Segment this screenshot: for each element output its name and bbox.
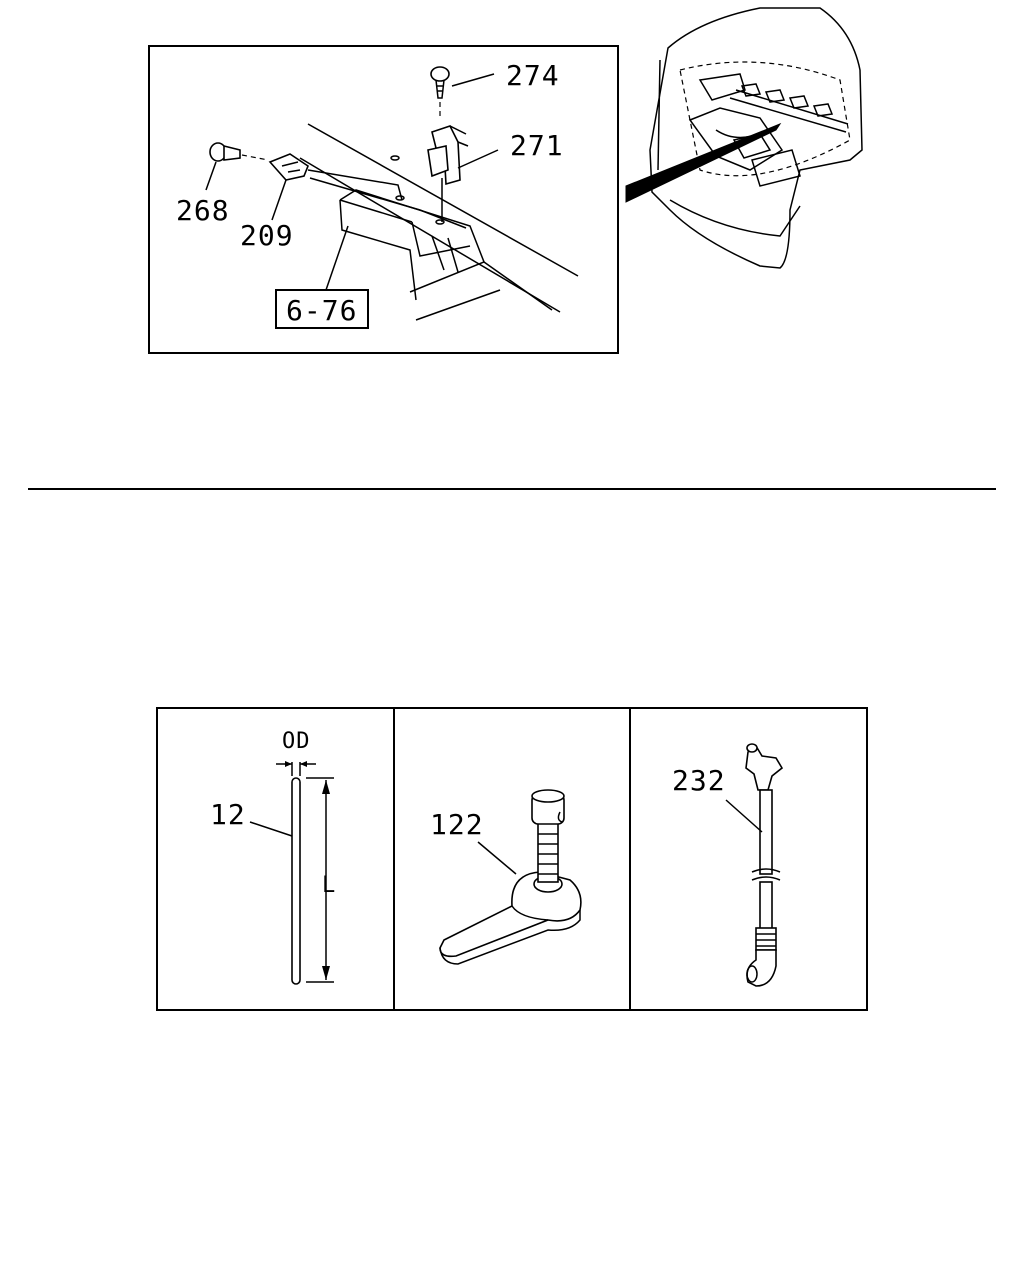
clip-209 bbox=[268, 153, 309, 181]
detail-pointer bbox=[625, 122, 782, 203]
callout-209: 209 bbox=[240, 219, 294, 252]
tube-12 bbox=[291, 777, 301, 985]
upper-detail-view: 274 271 268 209 6-76 bbox=[148, 45, 619, 354]
detail-frame bbox=[148, 45, 619, 354]
callout-268: 268 bbox=[176, 194, 230, 227]
callout-274: 274 bbox=[506, 59, 560, 92]
callout-271: 271 bbox=[510, 129, 564, 162]
screw-274 bbox=[430, 66, 450, 120]
lower-parts-table: OD L 12 122 bbox=[156, 707, 868, 1011]
clip-271 bbox=[427, 125, 469, 186]
cab-overview bbox=[625, 7, 863, 269]
leader-lines-upper bbox=[205, 73, 499, 291]
body-panel-lines bbox=[299, 123, 579, 321]
callout-ref-6-76: 6-76 bbox=[286, 294, 357, 327]
dim-length-label: L bbox=[322, 873, 336, 898]
panel-wrench-122: 122 bbox=[430, 789, 582, 965]
callout-122: 122 bbox=[430, 808, 484, 841]
cable-elbow bbox=[746, 949, 777, 987]
harness-wires bbox=[307, 169, 467, 229]
parts-table-frame bbox=[156, 707, 868, 1011]
cable-knob bbox=[745, 744, 784, 791]
fastener-268 bbox=[209, 142, 269, 162]
panel-cable-232: 232 bbox=[672, 743, 784, 987]
panel-tube-12: OD L 12 bbox=[210, 729, 336, 985]
reference-box bbox=[275, 289, 369, 329]
callout-232: 232 bbox=[672, 764, 726, 797]
dim-od-label: OD bbox=[282, 729, 311, 754]
callout-12: 12 bbox=[210, 798, 246, 831]
